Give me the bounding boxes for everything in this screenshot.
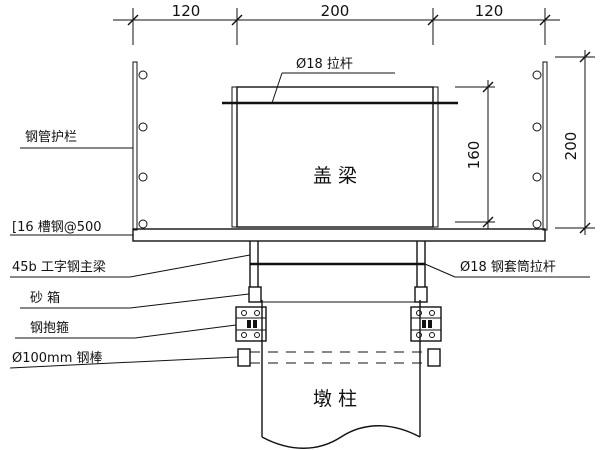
left-guardrail <box>132 61 148 231</box>
label-sleeve-tie-rod: Ø18 钢套筒拉杆 <box>460 259 556 275</box>
label-sleeve-tie-rod-group: Ø18 钢套筒拉杆 <box>424 259 590 278</box>
pier-column-label: 墩 柱 <box>313 388 357 410</box>
right-dimension-outer: 200 <box>555 50 595 235</box>
label-channel-steel-group: [16 槽钢@500 <box>10 220 133 236</box>
left-hoop <box>235 306 267 342</box>
cap-beam: 盖 梁 <box>222 86 458 228</box>
cap-beam-label: 盖 梁 <box>313 165 357 187</box>
label-steel-rod-group: Ø100mm 钢棒 <box>9 351 239 369</box>
steel-rod <box>237 348 441 367</box>
main-beam-assembly <box>249 241 426 287</box>
pier-column: 墩 柱 <box>261 300 421 449</box>
dimension-height-outer: 200 <box>562 132 580 161</box>
label-main-beam: 45b 工字钢主梁 <box>12 260 106 275</box>
label-sand-box: 砂 箱 <box>30 290 60 306</box>
dimension-top-right: 120 <box>475 2 504 20</box>
label-tie-rod: Ø18 拉杆 <box>296 57 353 72</box>
label-guardrail-group: 钢管护栏 <box>20 130 133 149</box>
right-hoop <box>410 306 442 342</box>
right-dimension-inner: 160 <box>455 80 495 229</box>
label-hoop-group: 钢抱箍 <box>15 320 237 339</box>
label-steel-rod: Ø100mm 钢棒 <box>12 351 103 366</box>
label-hoop: 钢抱箍 <box>30 320 69 336</box>
label-sand-box-group: 砂 箱 <box>20 290 250 309</box>
dimension-top-left: 120 <box>172 2 201 20</box>
label-channel-steel: [16 槽钢@500 <box>12 220 102 235</box>
top-dimension-chain: 120 200 120 <box>113 2 560 45</box>
dimension-height-inner: 160 <box>465 141 483 170</box>
label-tie-rod-group: Ø18 拉杆 <box>271 57 395 104</box>
sand-boxes <box>248 286 428 303</box>
label-main-beam-group: 45b 工字钢主梁 <box>10 254 251 278</box>
right-guardrail <box>532 61 548 231</box>
dimension-top-middle: 200 <box>321 2 350 20</box>
label-guardrail: 钢管护栏 <box>25 130 77 145</box>
channel-steel-deck <box>132 228 546 242</box>
